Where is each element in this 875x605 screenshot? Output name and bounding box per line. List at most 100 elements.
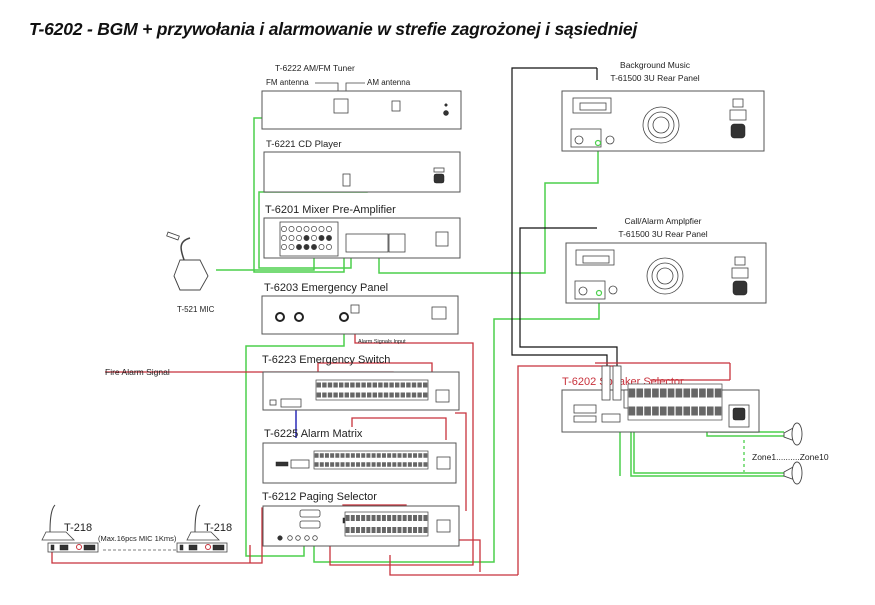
terminal [340, 462, 345, 467]
terminal [423, 453, 428, 458]
terminal [402, 527, 407, 533]
terminal [344, 382, 349, 388]
terminal [333, 392, 338, 398]
terminal [387, 453, 392, 458]
terminal [366, 515, 371, 521]
device-cd-player[interactable]: T-6221 CD Player [263, 139, 461, 193]
terminal [381, 462, 386, 467]
terminal [383, 392, 389, 398]
terminal [392, 515, 397, 521]
speaker-wires [511, 67, 618, 371]
terminal [371, 453, 376, 458]
terminal [361, 462, 366, 467]
audio-jack [303, 235, 310, 241]
terminal [314, 453, 319, 458]
terminal [376, 515, 381, 521]
terminal-strip [315, 379, 429, 401]
terminal [378, 382, 383, 388]
device-emergency-panel[interactable]: T-6203 Emergency Panel Alarm Signals Inp… [261, 282, 459, 345]
terminal [423, 382, 428, 388]
device-alarm-matrix[interactable]: T-6225 Alarm Matrix [262, 428, 457, 484]
call-amp-label-1: Call/Alarm Amplpfier [625, 216, 702, 226]
terminal [361, 515, 366, 521]
terminal [683, 406, 691, 416]
tuner-label: T-6222 AM/FM Tuner [275, 63, 355, 73]
audio-jack [311, 244, 317, 250]
device-emergency-switch[interactable]: T-6223 Emergency Switch [262, 354, 460, 411]
terminal [356, 453, 361, 458]
terminal [418, 453, 423, 458]
terminal [397, 527, 402, 533]
terminal [327, 392, 333, 398]
terminal [324, 462, 329, 467]
terminal [316, 392, 321, 398]
device-paging-mic-1[interactable]: T-218 [41, 504, 99, 553]
audio-jack [318, 235, 325, 241]
terminal [417, 392, 422, 398]
audio-jack [326, 244, 332, 250]
device-paging-mic-2[interactable]: T-218 [176, 504, 232, 553]
terminal [413, 515, 418, 521]
terminal [361, 453, 366, 458]
terminal [699, 388, 706, 398]
audio-jack [281, 226, 287, 232]
terminal [691, 406, 698, 416]
terminal [636, 388, 644, 398]
terminal [366, 527, 371, 533]
terminal [418, 515, 423, 521]
audio-jack [281, 244, 287, 250]
terminal [413, 462, 418, 467]
device-tuner[interactable]: T-6222 AM/FM Tuner FM antenna AM antenna [261, 63, 462, 130]
terminal [389, 392, 394, 398]
terminal-strip [627, 383, 723, 421]
terminal [407, 515, 412, 521]
terminal [402, 515, 407, 521]
paging-selector-label: T-6212 Paging Selector [262, 491, 377, 503]
device-speaker-selector[interactable]: T-6202 Speaker Selector [561, 365, 760, 433]
terminal [636, 406, 644, 416]
device-bgm-amplifier[interactable]: Background Music T-61500 3U Rear Panel [561, 60, 765, 152]
terminal [319, 462, 324, 467]
device-paging-selector[interactable]: T-6212 Paging Selector [262, 491, 460, 547]
terminal [406, 382, 411, 388]
terminal [339, 382, 344, 388]
device-call-alarm-amplifier[interactable]: Call/Alarm Amplpfier T-61500 3U Rear Pan… [565, 216, 767, 304]
device-mic[interactable]: T-521 MIC [166, 231, 215, 314]
terminal [372, 392, 377, 398]
audio-jack [288, 226, 295, 232]
terminal [366, 453, 371, 458]
audio-jack [318, 226, 325, 232]
terminal [652, 406, 659, 416]
am-antenna-label: AM antenna [367, 78, 411, 87]
diagram-title: T-6202 - BGM + przywołania i alarmowanie… [29, 19, 638, 39]
audio-jack [303, 226, 310, 232]
terminal [361, 527, 366, 533]
terminal [339, 392, 344, 398]
fm-antenna-label: FM antenna [266, 78, 309, 87]
terminal [350, 453, 355, 458]
device-mixer[interactable]: T-6201 Mixer Pre-Amplifier [263, 204, 461, 259]
terminal [355, 392, 361, 398]
terminal [367, 392, 372, 398]
terminal [417, 382, 422, 388]
speaker-zone-1 [783, 422, 803, 446]
terminal [667, 406, 675, 416]
terminal [371, 515, 376, 521]
terminal [350, 462, 355, 467]
terminal [667, 388, 675, 398]
terminal [372, 382, 377, 388]
terminal [675, 406, 683, 416]
audio-jack [288, 244, 295, 250]
terminal [423, 392, 428, 398]
terminal [411, 392, 417, 398]
fan-icon [642, 106, 680, 144]
terminal [628, 406, 636, 416]
terminal [406, 392, 411, 398]
terminal [330, 453, 335, 458]
terminal [387, 515, 392, 521]
audio-jack [296, 244, 302, 250]
terminal [345, 453, 350, 458]
paging-mic-1-label: T-218 [64, 522, 92, 534]
terminal [392, 453, 397, 458]
